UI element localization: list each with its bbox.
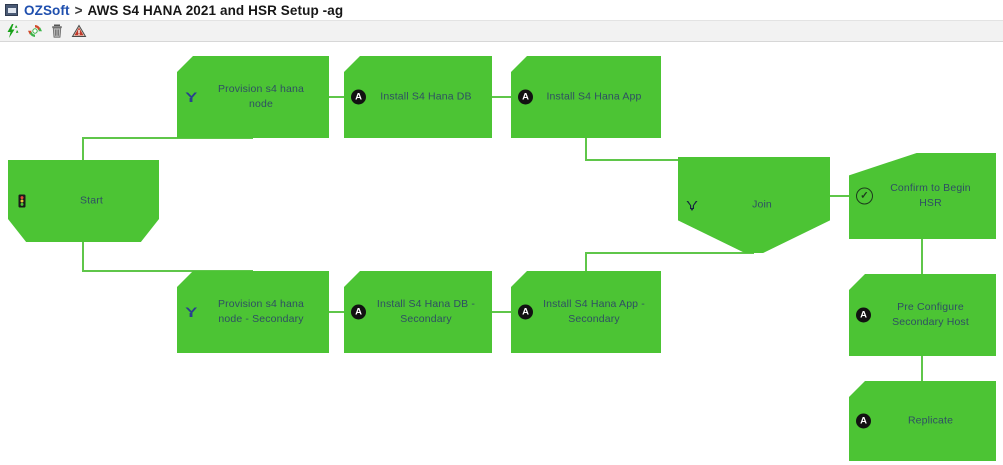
page-title: AWS S4 HANA 2021 and HSR Setup -ag — [87, 2, 344, 18]
node-label: Install S4 Hana DB — [380, 90, 472, 103]
automation-badge-icon: A — [351, 304, 366, 320]
node-label: Provision s4 hana node - Secondary — [217, 298, 305, 325]
workflow-node-installdb[interactable]: A Install S4 Hana DB — [344, 56, 492, 138]
automation-badge-icon: A — [856, 307, 871, 323]
workflow-node-preconfig[interactable]: A Pre Configure Secondary Host — [849, 274, 996, 356]
node-label: Install S4 Hana App — [546, 90, 642, 103]
node-label: Install S4 Hana App - Secondary — [543, 298, 645, 325]
node-label: Replicate — [907, 414, 954, 427]
alert-icon[interactable] — [69, 22, 88, 41]
workflow-node-installapp[interactable]: A Install S4 Hana App — [511, 56, 661, 138]
node-label: Join — [752, 198, 772, 211]
breadcrumb-root-link[interactable]: OZSoft — [24, 2, 70, 18]
branch-icon — [183, 89, 199, 105]
automation-badge-icon: A — [518, 304, 533, 320]
workflow-node-installdbsec[interactable]: A Install S4 Hana DB - Secondary — [344, 271, 492, 353]
node-label: Provision s4 hana node — [217, 83, 305, 110]
workflow-node-provision[interactable]: Provision s4 hana node — [177, 56, 329, 138]
workflow-node-provisionsec[interactable]: Provision s4 hana node - Secondary — [177, 271, 329, 353]
merge-icon — [684, 197, 700, 213]
traffic-light-icon — [14, 193, 30, 209]
breadcrumb-separator: > — [74, 2, 83, 18]
node-label: Confirm to Begin HSR — [890, 182, 971, 209]
node-label: Pre Configure Secondary Host — [892, 301, 969, 328]
workflow-node-start[interactable]: Start — [8, 160, 159, 242]
workflow-node-confirm[interactable]: ✓ Confirm to Begin HSR — [849, 153, 996, 239]
breadcrumb: OZSoft > AWS S4 HANA 2021 and HSR Setup … — [0, 0, 1003, 21]
node-label: Install S4 Hana DB - Secondary — [376, 298, 476, 325]
delete-icon[interactable] — [47, 22, 66, 41]
automation-badge-icon: A — [518, 89, 533, 105]
workflow-node-installappsec[interactable]: A Install S4 Hana App - Secondary — [511, 271, 661, 353]
branch-icon — [183, 304, 199, 320]
run-icon[interactable] — [3, 22, 22, 41]
app-window-icon — [5, 4, 18, 16]
refresh-icon[interactable] — [25, 22, 44, 41]
check-circle-icon: ✓ — [856, 187, 873, 205]
toolbar — [0, 21, 1003, 42]
workflow-node-join[interactable]: Join — [678, 157, 830, 253]
node-label: Start — [80, 194, 103, 207]
automation-badge-icon: A — [856, 413, 871, 429]
workflow-node-replicate[interactable]: A Replicate — [849, 381, 996, 461]
automation-badge-icon: A — [351, 89, 366, 105]
